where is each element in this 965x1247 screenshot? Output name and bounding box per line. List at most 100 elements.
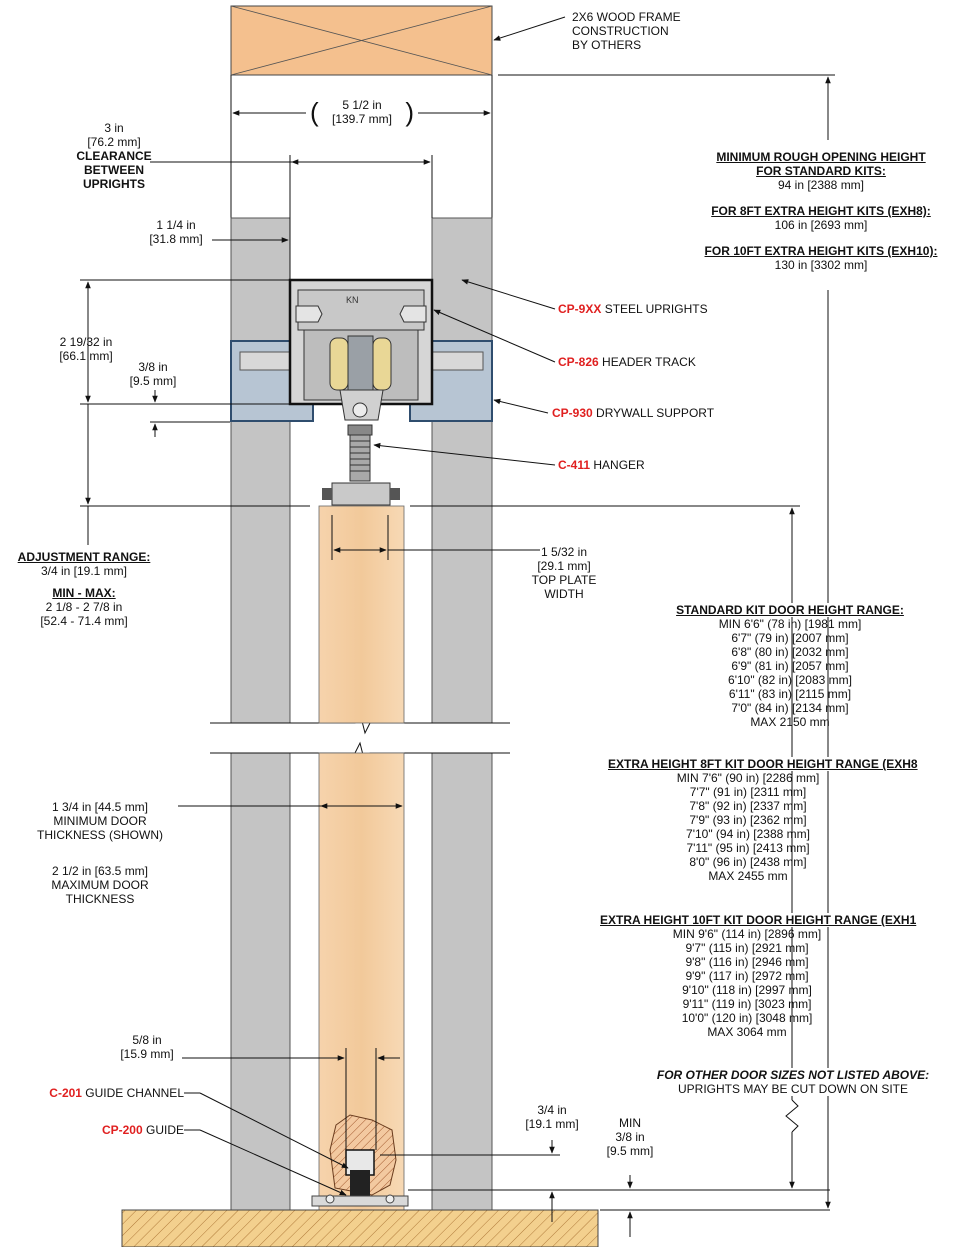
callout-header-track: CP-826 HEADER TRACK: [558, 355, 696, 369]
exh8-range-title: EXTRA HEIGHT 8FT KIT DOOR HEIGHT RANGE (…: [608, 757, 965, 771]
clearance-label: UPRIGHTS: [82, 177, 145, 191]
wood-frame-line: BY OTHERS: [572, 38, 642, 52]
range-row: 6'10" (82 in) [2083 mm]: [728, 673, 852, 687]
guide-channel-mm: [15.9 mm]: [120, 1047, 174, 1061]
roller-carriage: [329, 335, 392, 421]
paren-open: (: [310, 97, 319, 127]
range-row: 6'11" (83 in) [2115 mm]: [728, 687, 852, 701]
callout-guide-channel: C-201 GUIDE CHANNEL: [8, 1086, 184, 1100]
callout-code: C-411: [558, 458, 591, 472]
clearance-mm: [76.2 mm]: [87, 135, 141, 149]
header-height-in: 2 19/32 in: [59, 335, 113, 349]
minmax-title: MIN - MAX:: [52, 586, 116, 600]
door-thickness-max: 2 1/2 in [63.5 mm] MAXIMUM DOOR THICKNES…: [20, 864, 180, 906]
thickness-line: 1 3/4 in [44.5 mm]: [51, 800, 149, 814]
rough-opening-title: MINIMUM ROUGH OPENING HEIGHT: [716, 150, 926, 164]
range-row: MIN 6'6" (78 in) [1981 mm]: [718, 617, 862, 631]
exh10-title: FOR 10FT EXTRA HEIGHT KITS (EXH10):: [704, 244, 938, 258]
guide-depth-in: 3/4 in: [537, 1103, 567, 1117]
callout-code: CP-930: [552, 406, 593, 420]
floor-gap-line: [9.5 mm]: [606, 1144, 654, 1158]
exh10-range-rows: MIN 9'6" (114 in) [2896 mm] 9'7" (115 in…: [600, 927, 894, 1039]
upright-width-in: 1 1/4 in: [156, 218, 196, 232]
range-row: 7'9" (93 in) [2362 mm]: [689, 813, 807, 827]
gap-in: 3/8 in: [138, 360, 168, 374]
rough-opening-value: 94 in [2388 mm]: [777, 178, 865, 192]
thickness-line: THICKNESS (SHOWN): [37, 828, 163, 842]
adjustment-title: ADJUSTMENT RANGE:: [17, 550, 151, 564]
wood-frame-line: 2X6 WOOD FRAME: [572, 10, 681, 24]
callout-code: CP-200: [101, 1123, 143, 1137]
callout-code: C-201: [49, 1086, 82, 1100]
exh8-title: FOR 8FT EXTRA HEIGHT KITS (EXH8):: [711, 204, 931, 218]
range-row: MIN 7'6" (90 in) [2286 mm]: [676, 771, 820, 785]
range-row: 9'7" (115 in) [2921 mm]: [685, 941, 809, 955]
callout-drywall-support: CP-930 DRYWALL SUPPORT: [552, 406, 714, 420]
top-plate-line: [29.1 mm]: [537, 559, 591, 573]
frame-width-mm: [139.7 mm]: [331, 112, 393, 126]
range-row: 6'8" (80 in) [2032 mm]: [731, 645, 849, 659]
other-sizes-title: FOR OTHER DOOR SIZES NOT LISTED ABOVE:: [656, 1068, 930, 1082]
adjustment-range: ADJUSTMENT RANGE: 3/4 in [19.1 mm] MIN -…: [4, 550, 164, 628]
range-row: 7'7" (91 in) [2311 mm]: [689, 785, 807, 799]
other-sizes-text: UPRIGHTS MAY BE CUT DOWN ON SITE: [677, 1082, 909, 1096]
gap-dimension: 3/8 in [9.5 mm]: [118, 360, 188, 388]
range-row: 6'9" (81 in) [2057 mm]: [731, 659, 849, 673]
top-plate-line: WIDTH: [544, 587, 584, 601]
door-thickness-min: 1 3/4 in [44.5 mm] MINIMUM DOOR THICKNES…: [20, 800, 180, 842]
clearance-dimension: 3 in [76.2 mm] CLEARANCE BETWEEN UPRIGHT…: [70, 121, 158, 191]
callout-guide: CP-200 GUIDE: [8, 1123, 184, 1137]
thickness-line: MAXIMUM DOOR: [51, 878, 149, 892]
guide-channel-in: 5/8 in: [132, 1033, 162, 1047]
top-plate-line: TOP PLATE: [531, 573, 597, 587]
exh10-value: 130 in [3302 mm]: [774, 258, 868, 272]
callout-text: GUIDE: [142, 1123, 184, 1137]
header-height-dimension: 2 19/32 in [66.1 mm]: [44, 335, 128, 363]
callout-text: HEADER TRACK: [598, 355, 696, 369]
wood-frame-line: CONSTRUCTION: [572, 24, 669, 38]
range-row: 9'11" (119 in) [3023 mm]: [682, 997, 812, 1011]
guide-channel-width: 5/8 in [15.9 mm]: [112, 1033, 182, 1061]
rough-opening-title: FOR STANDARD KITS:: [756, 164, 886, 178]
rough-opening: MINIMUM ROUGH OPENING HEIGHT FOR STANDAR…: [676, 150, 965, 272]
guide-depth: 3/4 in [19.1 mm]: [514, 1103, 590, 1131]
other-sizes-note: FOR OTHER DOOR SIZES NOT LISTED ABOVE: U…: [628, 1068, 958, 1096]
range-row: MAX 3064 mm: [707, 1025, 787, 1039]
thickness-line: THICKNESS: [65, 892, 135, 906]
door-panel: [318, 505, 405, 1211]
standard-range: STANDARD KIT DOOR HEIGHT RANGE: MIN 6'6"…: [640, 603, 940, 729]
callout-text: STEEL UPRIGHTS: [601, 302, 708, 316]
floor-slab: [121, 1209, 599, 1247]
range-row: 8'0" (96 in) [2438 mm]: [689, 855, 807, 869]
range-row: 7'0" (84 in) [2134 mm]: [731, 701, 849, 715]
range-row: MAX 2455 mm: [708, 869, 788, 883]
gap-mm: [9.5 mm]: [129, 374, 177, 388]
guide-depth-mm: [19.1 mm]: [525, 1117, 579, 1131]
range-row: MIN 9'6" (114 in) [2896 mm]: [672, 927, 822, 941]
exh10-range-title: EXTRA HEIGHT 10FT KIT DOOR HEIGHT RANGE …: [600, 913, 965, 927]
wood-frame-header: [230, 5, 493, 76]
upright-width-mm: [31.8 mm]: [149, 232, 203, 246]
clearance-label: CLEARANCE: [76, 149, 152, 163]
top-plate-line: 1 5/32 in: [540, 545, 588, 559]
range-row: 9'9" (117 in) [2972 mm]: [685, 969, 809, 983]
header-height-mm: [66.1 mm]: [59, 349, 113, 363]
floor-gap-line: MIN: [619, 1116, 641, 1130]
clearance-in: 3 in: [104, 121, 124, 135]
callout-text: HANGER: [590, 458, 645, 472]
range-row: 7'8" (92 in) [2337 mm]: [689, 799, 807, 813]
dimension-lines: [80, 74, 835, 1237]
floor-gap-line: 3/8 in: [615, 1130, 645, 1144]
callout-uprights: CP-9XX STEEL UPRIGHTS: [558, 302, 708, 316]
callout-text: DRYWALL SUPPORT: [592, 406, 715, 420]
clearance-label: BETWEEN: [84, 163, 144, 177]
hanger: [322, 424, 400, 506]
track-stamp: KN: [346, 295, 359, 305]
wood-frame-label: 2X6 WOOD FRAME CONSTRUCTION BY OTHERS: [572, 10, 681, 52]
range-row: MAX 2150 mm: [750, 715, 830, 729]
top-plate-width: 1 5/32 in [29.1 mm] TOP PLATE WIDTH: [520, 545, 608, 601]
exh8-range-rows: MIN 7'6" (90 in) [2286 mm] 7'7" (91 in) …: [608, 771, 888, 883]
range-row: 7'11" (95 in) [2413 mm]: [686, 841, 810, 855]
range-row: 6'7" (79 in) [2007 mm]: [731, 631, 849, 645]
